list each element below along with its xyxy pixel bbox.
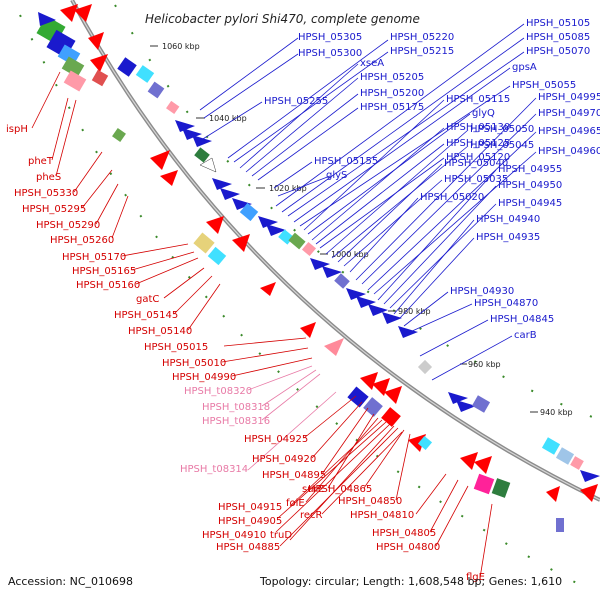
gene-label: HPSH_05200 (360, 88, 424, 99)
gene-label: HPSH_04970 (538, 108, 600, 119)
gene-label: HPSH_05295 (22, 204, 86, 215)
gene-label: HPSH_05070 (526, 46, 590, 57)
gene-label: HPSH_04995 (538, 92, 600, 103)
genome-backbone-highlight (71, 0, 600, 501)
gene-label: HPSH_05300 (298, 48, 362, 59)
gene-label: HPSH_05330 (14, 188, 78, 199)
gene-label: HPSH_05145 (114, 310, 178, 321)
gene-label: HPSH_05120 (446, 152, 510, 163)
gene-label: HPSH_05260 (50, 235, 114, 246)
gene-label: HPSH_04885 (216, 542, 280, 553)
tick-label: 980 kbp (398, 307, 431, 316)
gene-label: gatC (136, 294, 159, 305)
tick-label: 1040 kbp (209, 114, 247, 123)
reverse-strand-features (36, 12, 600, 482)
gene-label: HPSH_05115 (446, 94, 510, 105)
gene-label: HPSH_04915 (218, 502, 282, 513)
gene-label: HPSH_05220 (390, 32, 454, 43)
gene-label: HPSH_04990 (172, 372, 236, 383)
gene-label: HPSH_05085 (526, 32, 590, 43)
trna-gene-labels: HPSH_t08320 HPSH_t08318 HPSH_t08316 HPSH… (180, 386, 270, 475)
gene-label: HPSH_04895 (262, 470, 326, 481)
gene-label: HPSH_04910 (202, 530, 266, 541)
gene-label: HPSH_05055 (512, 80, 576, 91)
gene-label: HPSH_05010 (162, 358, 226, 369)
map-title: Helicobacter pylori Shi470, complete gen… (145, 12, 420, 26)
forward-strand-features (60, 4, 598, 532)
gene-label: HPSH_05165 (72, 266, 136, 277)
gene-label: ispH (6, 124, 28, 135)
gene-label: pheT (28, 156, 54, 167)
trna-label: HPSH_t08316 (202, 416, 270, 427)
scale-ticks (150, 45, 538, 413)
gene-label: HPSH_04945 (498, 198, 562, 209)
gene-label: HPSH_05305 (298, 32, 362, 43)
gene-label: HPSH_05125 (446, 138, 510, 149)
gene-label: xseA (360, 58, 384, 69)
gene-label: carB (514, 330, 537, 341)
gene-label: HPSH_04920 (252, 454, 316, 465)
gene-label: HPSH_05015 (144, 342, 208, 353)
gene-label: HPSH_04810 (350, 510, 414, 521)
tick-label: 1060 kbp (162, 42, 200, 51)
tick-label: 1000 kbp (331, 250, 369, 259)
gene-label: HPSH_05140 (128, 326, 192, 337)
gene-label: HPSH_04930 (450, 286, 514, 297)
gene-label: HPSH_04865 (308, 484, 372, 495)
gene-label: HPSH_04905 (218, 516, 282, 527)
gene-label: HPSH_05175 (360, 102, 424, 113)
trna-label: HPSH_t08320 (184, 386, 252, 397)
gene-label: HPSH_05035 (444, 174, 508, 185)
gene-label: pheS (36, 172, 61, 183)
gene-label: HPSH_04850 (338, 496, 402, 507)
gene-label: truD (270, 530, 292, 541)
gene-label: HPSH_05160 (76, 280, 140, 291)
trna-label-connectors (247, 365, 337, 471)
gene-label: HPSH_05170 (62, 252, 126, 263)
gene-label: HPSH_05255 (264, 96, 328, 107)
gene-label: folE (286, 498, 305, 509)
gene-label: HPSH_04870 (474, 298, 538, 309)
gene-label: flgE (466, 572, 485, 583)
gene-label: HPSH_05155 (314, 156, 378, 167)
gene-label: HPSH_05205 (360, 72, 424, 83)
trna-label: HPSH_t08314 (180, 464, 248, 475)
forward-gene-labels: ispH pheT pheS HPSH_05330 HPSH_05295 HPS… (6, 124, 485, 583)
gene-label: HPSH_05045 (470, 140, 534, 151)
summary-text: Topology: circular; Length: 1,608,548 bp… (259, 575, 562, 588)
gene-label: HPSH_04940 (476, 214, 540, 225)
gene-label: HPSH_04845 (490, 314, 554, 325)
accession-text: Accession: NC_010698 (8, 575, 133, 588)
gene-label: HPSH_04805 (372, 528, 436, 539)
gene-label: HPSH_05105 (526, 18, 590, 29)
gene-label: HPSH_04965 (538, 126, 600, 137)
trna-label: HPSH_t08318 (202, 402, 270, 413)
gene-label: HPSH_05050 (470, 124, 534, 135)
gene-label: HPSH_04950 (498, 180, 562, 191)
gene-label: surE (302, 484, 324, 495)
forward-label-connectors (31, 71, 493, 579)
tick-label: 940 kbp (540, 408, 573, 417)
gene-label: glyQ (472, 108, 495, 119)
gene-label: HPSH_04960 (538, 146, 600, 157)
gene-label: HPSH_04935 (476, 232, 540, 243)
gene-label: HPSH_04925 (244, 434, 308, 445)
gene-label: HPSH_05290 (36, 220, 100, 231)
reverse-label-connectors (197, 23, 537, 381)
tick-label: 1020 kbp (269, 184, 307, 193)
reverse-gene-labels: HPSH_05305 HPSH_05300 HPSH_05220 HPSH_05… (264, 18, 600, 341)
gene-label: glyS (326, 170, 347, 181)
gene-label: recR (300, 510, 323, 521)
gene-label: HPSH_05020 (420, 192, 484, 203)
gene-label: HPSH_05215 (390, 46, 454, 57)
gene-label: HPSH_05040 (444, 158, 508, 169)
tick-label: 960 kbp (468, 360, 501, 369)
gene-label: HPSH_05130 (446, 122, 510, 133)
gene-label: gpsA (512, 62, 537, 73)
gene-label: HPSH_04955 (498, 164, 562, 175)
gene-label: HPSH_04800 (376, 542, 440, 553)
